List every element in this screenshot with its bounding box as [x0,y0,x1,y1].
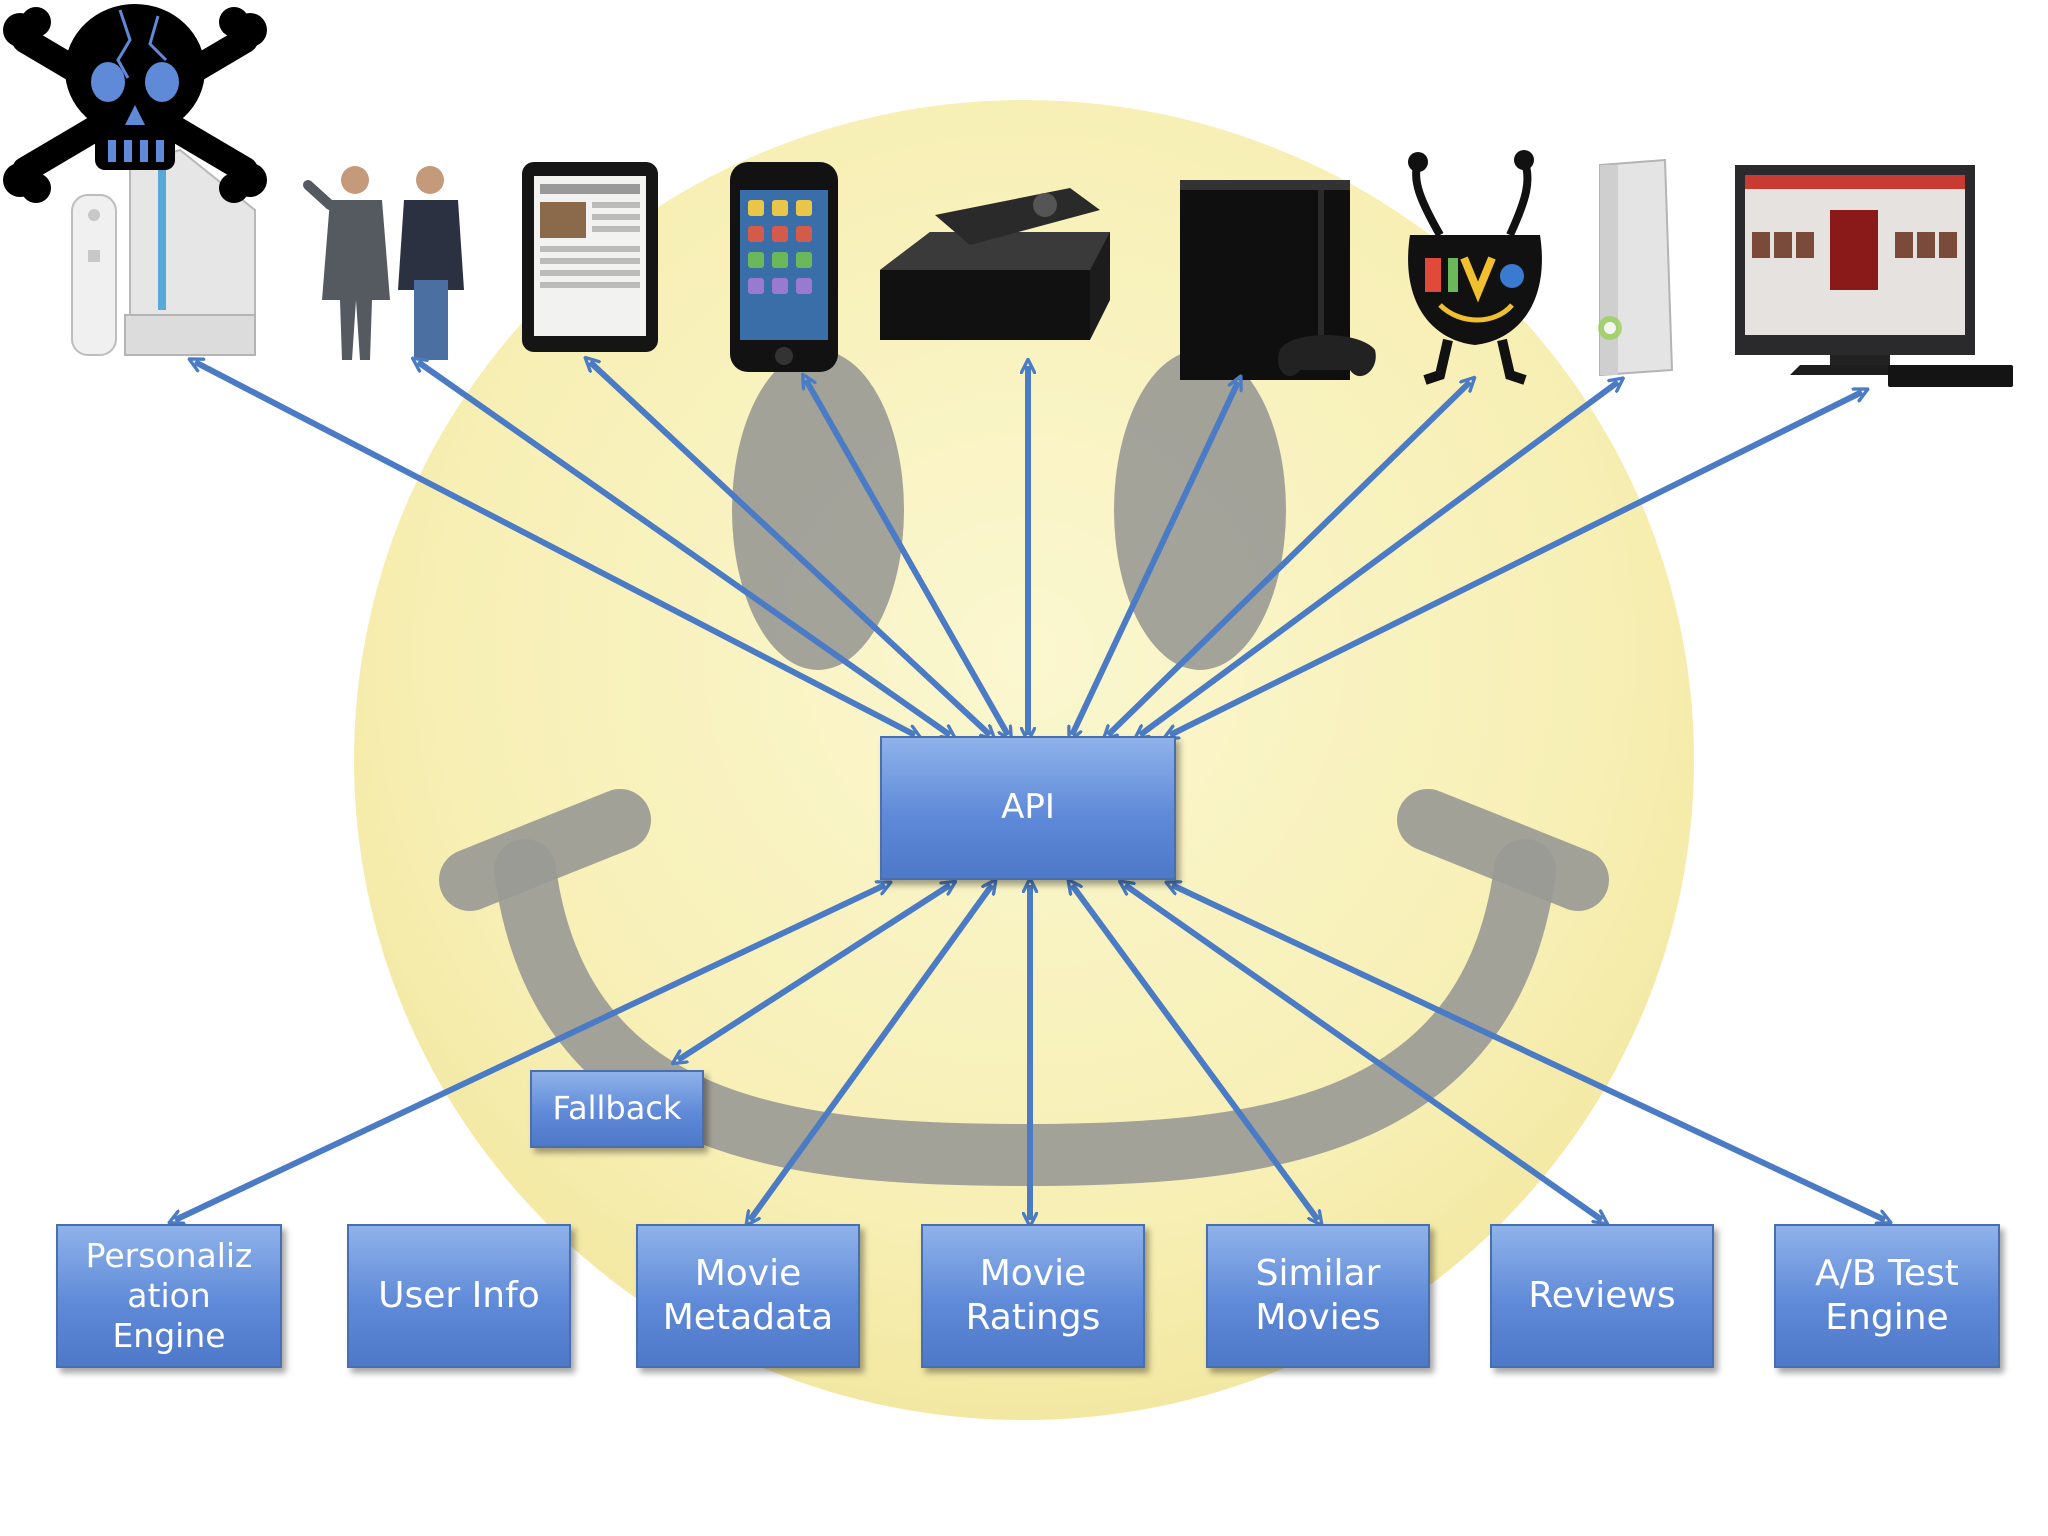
fallback-box: Fallback [530,1070,704,1148]
arrow-smartphone-api [806,380,1008,735]
smiley-mouth-right-cap [1397,789,1609,911]
service-reviews: Reviews [1490,1224,1714,1368]
arrow-api-abtest [1172,885,1885,1220]
arrow-tivo-api [1108,382,1470,735]
service-label: User Info [378,1275,540,1317]
arrow-api-fallback [678,885,950,1060]
service-label: A/B Test Engine [1815,1253,1959,1338]
service-ab-test-engine: A/B Test Engine [1774,1224,2000,1368]
smiley-mouth-left-cap [439,789,651,911]
smart-tv-icon [1735,165,2013,387]
api-label: API [1001,787,1055,828]
service-movie-ratings: Movie Ratings [921,1224,1145,1368]
service-label: Reviews [1528,1275,1676,1317]
xbox-console-icon [1598,158,1674,377]
service-label: Movie Metadata [662,1253,834,1338]
service-movie-metadata: Movie Metadata [636,1224,860,1368]
arrow-tablet-api [590,362,990,735]
api-box: API [880,736,1176,880]
service-similar-movies: Similar Movies [1206,1224,1430,1368]
arrow-tv-api [1170,392,1862,735]
service-label: Similar Movies [1255,1253,1381,1338]
streaming-box-icon [880,188,1110,340]
arrow-people-api [418,362,950,735]
game-console-icon [1180,180,1376,380]
smartphone-icon [730,162,838,372]
tablet-icon [522,162,658,352]
service-label: Movie Ratings [965,1253,1101,1338]
fallback-label: Fallback [552,1089,682,1128]
skull-crossbones-icon [3,4,267,203]
wii-console-icon [71,148,256,356]
tivo-icon [1408,150,1542,385]
service-label: Personaliz ation Engine [85,1235,253,1356]
people-icon [303,166,464,360]
arrow-api-metadata [750,885,992,1220]
arrow-wii-api [195,362,915,735]
service-user-info: User Info [347,1224,571,1368]
arrow-api-personalization [175,885,885,1220]
service-personalization-engine: Personaliz ation Engine [56,1224,282,1368]
